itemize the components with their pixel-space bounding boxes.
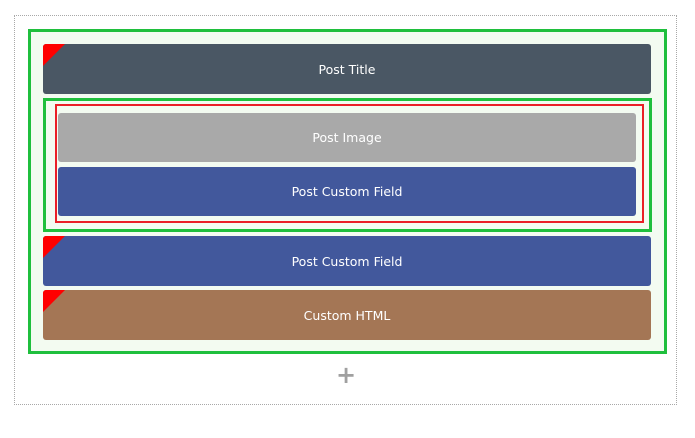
corner-marker-icon — [43, 290, 65, 312]
post-custom-field-block-inner[interactable]: Post Custom Field — [58, 167, 636, 216]
post-title-block[interactable]: Post Title — [43, 44, 651, 94]
post-custom-field-label: Post Custom Field — [291, 184, 403, 199]
custom-html-block[interactable]: Custom HTML — [43, 290, 651, 340]
post-image-label: Post Image — [312, 130, 382, 145]
selected-group-outline — [55, 104, 644, 223]
post-image-block[interactable]: Post Image — [58, 113, 636, 162]
post-custom-field-label: Post Custom Field — [291, 253, 403, 269]
corner-marker-icon — [43, 236, 65, 258]
custom-html-label: Custom HTML — [303, 307, 391, 323]
post-custom-field-block[interactable]: Post Custom Field — [43, 236, 651, 286]
drop-zone — [14, 15, 677, 405]
add-block-button[interactable]: + — [333, 362, 359, 388]
post-title-label: Post Title — [318, 61, 376, 77]
corner-marker-icon — [43, 44, 65, 66]
plus-icon: + — [335, 361, 357, 389]
